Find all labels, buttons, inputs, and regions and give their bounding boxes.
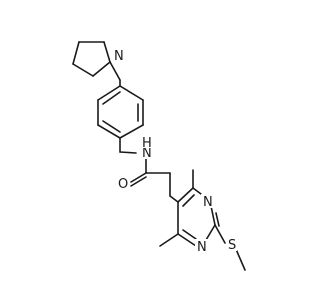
bond [214, 224, 226, 244]
pyrimidine-nitrogen-upper-label: N [203, 195, 213, 210]
bond [130, 176, 147, 187]
bond [215, 212, 220, 227]
bond-lines [72, 41, 246, 271]
bond [72, 63, 94, 77]
bond [159, 233, 179, 247]
bond [72, 41, 80, 65]
pyrrolidine-nitrogen-label: N [114, 49, 124, 64]
sulfur-label: S [228, 238, 236, 253]
atom-labels: N N H O N N S [112, 48, 237, 255]
carbonyl-oxygen-label: O [118, 177, 128, 192]
bond [92, 61, 111, 77]
bond [102, 120, 121, 133]
bond [169, 195, 179, 203]
bond [109, 61, 121, 81]
bond [210, 205, 216, 226]
bond [192, 187, 202, 195]
bond [103, 41, 111, 63]
bond [119, 151, 137, 154]
bond [177, 187, 194, 203]
structure-drawing: N N H O N N S [72, 41, 246, 271]
label-mask [226, 237, 237, 251]
bond [97, 124, 121, 139]
bond [102, 91, 121, 105]
label-mask [140, 135, 153, 148]
amide-hydrogen-label: H [142, 136, 152, 151]
bond [205, 224, 216, 241]
label-mask [201, 194, 214, 208]
amide-nitrogen-label: N [142, 146, 152, 161]
label-mask [140, 145, 153, 159]
pyrimidine-nitrogen-lower-label: N [197, 240, 207, 255]
structure-canvas: N N H O N N S [72, 41, 246, 271]
bond [119, 124, 144, 139]
label-mask [116, 176, 129, 190]
label-mask [112, 48, 125, 62]
bond [177, 233, 197, 247]
bond [182, 194, 195, 207]
label-mask [195, 239, 208, 253]
bond [119, 85, 144, 101]
bond [130, 172, 147, 183]
bond [182, 229, 197, 240]
bond [97, 85, 121, 101]
